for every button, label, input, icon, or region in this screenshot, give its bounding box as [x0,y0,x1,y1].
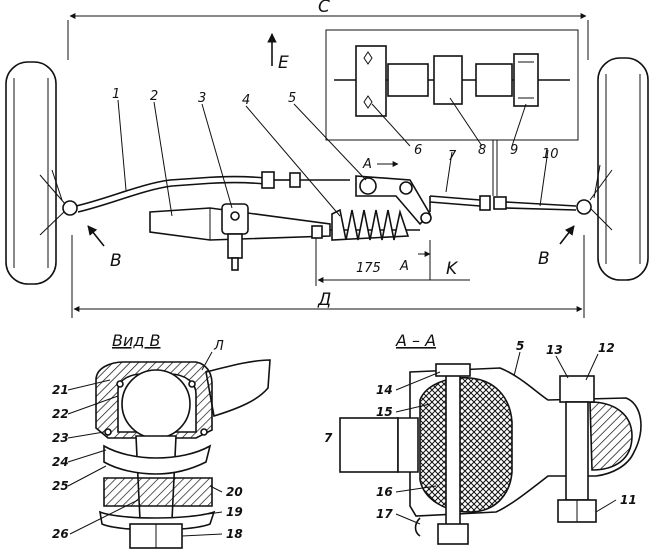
label-11: 11 [620,493,637,507]
center-bolt [445,369,461,541]
dimension-offset: 175 K [315,238,470,286]
bolt-head [435,363,471,377]
view-b-left-label: B [110,251,122,271]
label-25: 25 [52,479,69,493]
steering-arm [205,359,271,418]
tie-rod-end [339,417,399,473]
bolt-nut [437,523,469,545]
inset-coupling-detail [325,29,579,141]
label-20: 20 [226,485,243,499]
section-leaders [395,351,617,525]
lower-washer [98,510,216,531]
section-a-bottom-label: A [399,259,409,274]
label-13: 13 [546,343,563,357]
dimension-175-label: 175 [356,261,381,276]
label-6: 6 [414,143,422,158]
label-5: 5 [288,91,296,106]
left-wheel [5,61,78,285]
ball-head [121,369,191,439]
view-b-left: B [87,225,122,271]
section-marker-top: A [362,157,399,172]
pin-shaft [565,401,589,501]
top-view: C Д E [5,0,649,318]
label-17: 17 [376,507,393,521]
label-2: 2 [150,89,158,104]
label-15: 15 [376,405,393,419]
pin-head [559,375,595,403]
section-a-top-label: A [362,157,372,172]
label-16: 16 [376,485,393,499]
detail-l-label: Л [213,339,224,354]
lock-washer [414,517,421,537]
left-tie-rod [75,175,266,207]
label-12: 12 [598,341,615,355]
rubber-bushing [419,376,513,513]
swing-bracket [355,175,432,226]
knuckle-arm [103,477,213,507]
pinion-mount [221,203,249,271]
right-wheel [576,57,649,281]
label-5-section: 5 [516,339,524,353]
dimension-d: Д [71,235,585,318]
left-tie-rod-edge [77,181,266,213]
view-b-detail: Вид В Л [52,331,271,549]
dimension-c-label: C [318,0,330,17]
label-3: 3 [198,91,206,106]
direction-e-label: E [278,53,289,73]
section-marker-bottom: A [399,240,431,280]
label-24: 24 [52,455,69,469]
dimension-c: C [67,0,589,60]
dust-boot [103,444,212,475]
direction-e: E [267,33,289,73]
label-9: 9 [510,143,518,158]
label-7-section: 7 [324,431,333,445]
label-26: 26 [52,527,69,541]
label-18: 18 [226,527,243,541]
right-tie-rod [429,140,577,211]
label-21: 21 [52,383,69,397]
label-4: 4 [242,93,250,108]
section-aa-caption: А – А [395,331,436,350]
label-23: 23 [52,431,69,445]
view-b-right-label: B [538,249,550,269]
view-b-caption: Вид В [112,331,161,350]
bellows-boot [311,208,410,241]
view-b-right: B [538,225,575,269]
dimension-k-label: K [446,259,459,279]
dimension-d-label: Д [317,290,331,310]
view-b-leaders [67,379,223,537]
section-aa-detail: А – А 14 15 7 16 [324,331,642,545]
ball-cap-cutaway [589,401,633,471]
label-7: 7 [448,149,457,164]
label-22: 22 [52,407,69,421]
label-19: 19 [226,505,243,519]
left-adjust-coupling [261,171,350,189]
top-leaders [117,97,549,217]
label-14: 14 [376,383,393,397]
label-8: 8 [478,143,486,158]
label-1: 1 [112,87,120,102]
label-10: 10 [542,147,559,162]
